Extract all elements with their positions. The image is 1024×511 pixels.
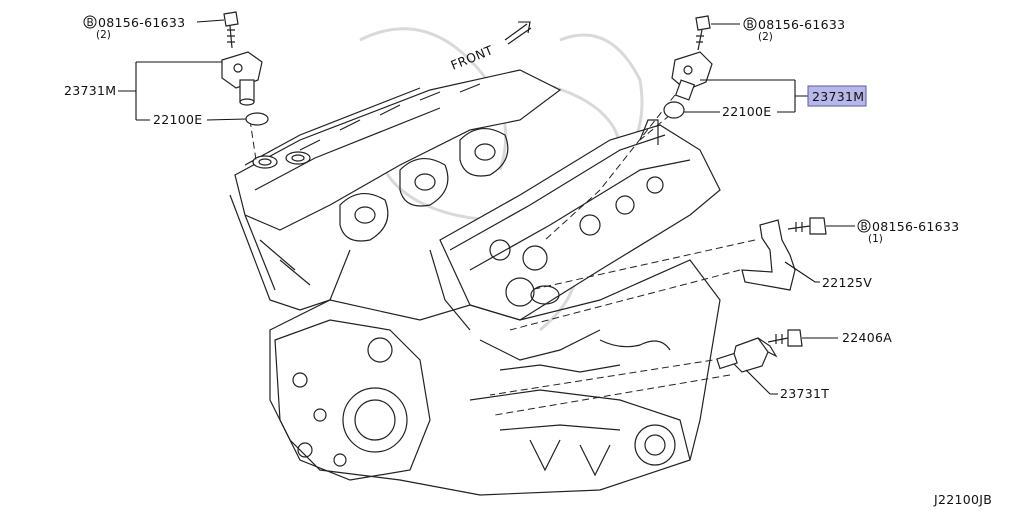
callout-bolt-lower: 22406A xyxy=(802,330,892,345)
bolt-22406a xyxy=(767,329,803,347)
assembly-lines xyxy=(249,94,756,416)
crank-sensor-lower xyxy=(716,337,778,373)
part-number: 22406A xyxy=(842,330,892,345)
bracket-22125v xyxy=(741,219,796,291)
bolt-mid-right xyxy=(787,217,827,235)
oring-right xyxy=(663,101,685,119)
diagram-code: J22100JB xyxy=(933,492,992,507)
part-qty: (1) xyxy=(868,233,883,245)
part-number: 22100E xyxy=(722,104,771,119)
callout-sensor-lower: 23731T xyxy=(745,369,829,401)
cam-sensor-right xyxy=(671,51,713,101)
part-number: 08156-61633 xyxy=(872,219,959,234)
bolt-marker-letter: B xyxy=(861,221,868,233)
part-number: 23731T xyxy=(780,386,829,401)
part-number: 08156-61633 xyxy=(98,15,185,30)
part-number: 22100E xyxy=(153,112,202,127)
callout-bolt-mid-right: B 08156-61633 (1) xyxy=(826,219,959,245)
oring-left xyxy=(245,112,269,126)
bolt-marker-icon xyxy=(857,219,871,233)
front-indicator: FRONT xyxy=(449,21,532,73)
bolt-marker-letter: B xyxy=(747,19,754,31)
bolt-marker-icon xyxy=(83,15,97,29)
callout-bracket: 22125V xyxy=(784,261,872,290)
bolt-right xyxy=(695,15,711,51)
part-number: 08156-61633 xyxy=(758,17,845,32)
part-number: 22125V xyxy=(822,275,872,290)
part-qty: (2) xyxy=(758,31,773,43)
callout-bolt-top-right: B 08156-61633 (2) xyxy=(711,17,845,43)
bolt-marker-icon xyxy=(743,17,757,31)
part-qty: (2) xyxy=(96,29,111,41)
callout-sensor-right: 23731M 22100E xyxy=(684,79,867,119)
callout-sensor-left: 23731M 22100E xyxy=(64,61,247,127)
bolt-marker-letter: B xyxy=(87,17,94,29)
engine-block xyxy=(229,69,721,496)
cam-sensor-left xyxy=(221,51,263,106)
part-number-highlighted: 23731M xyxy=(812,89,864,104)
callout-bolt-top-left: B 08156-61633 (2) xyxy=(83,15,225,41)
part-number: 23731M xyxy=(64,83,116,98)
highlight-box xyxy=(807,85,867,107)
bolt-left xyxy=(223,11,239,49)
